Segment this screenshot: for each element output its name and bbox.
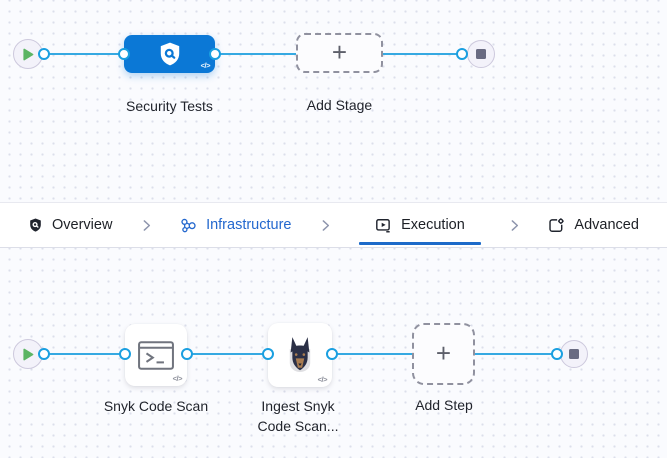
connector-dot[interactable] bbox=[119, 348, 131, 360]
advanced-icon bbox=[549, 217, 565, 232]
chevron-right-icon bbox=[140, 219, 153, 232]
terminal-icon bbox=[138, 340, 174, 370]
tab-label: Overview bbox=[52, 217, 113, 233]
add-step-label: Add Step bbox=[415, 397, 473, 413]
connector-dot[interactable] bbox=[118, 48, 130, 60]
execution-step-canvas: </> Snyk Code Scan </> Ingest Snyk Code … bbox=[0, 248, 667, 458]
infrastructure-icon bbox=[181, 218, 196, 232]
tab-infrastructure[interactable]: Infrastructure bbox=[180, 203, 291, 247]
connector-dot[interactable] bbox=[262, 348, 274, 360]
add-stage-button[interactable]: + bbox=[296, 33, 383, 73]
add-step-button[interactable]: + bbox=[412, 323, 475, 385]
step-node-snyk-code-scan[interactable]: </> bbox=[125, 324, 187, 386]
code-icon: </> bbox=[317, 375, 328, 384]
connector-dot[interactable] bbox=[38, 48, 50, 60]
connector-dot[interactable] bbox=[456, 48, 468, 60]
step-label: Snyk Code Scan bbox=[103, 398, 209, 414]
plus-icon: + bbox=[435, 338, 452, 368]
code-icon: </> bbox=[200, 61, 211, 70]
step-node-ingest-snyk-code-scan[interactable]: </> bbox=[268, 323, 332, 387]
connector-dot[interactable] bbox=[209, 48, 221, 60]
security-shield-icon bbox=[160, 42, 179, 66]
active-tab-indicator bbox=[359, 242, 481, 245]
step-end-node bbox=[560, 340, 588, 368]
stop-icon bbox=[569, 349, 579, 359]
execution-icon bbox=[376, 218, 390, 232]
tab-execution[interactable]: Execution bbox=[359, 203, 481, 247]
stage-node-security-tests[interactable]: </> bbox=[124, 35, 215, 73]
snyk-dog-icon bbox=[289, 337, 311, 372]
stage-flow-line bbox=[44, 53, 462, 55]
tab-label: Infrastructure bbox=[206, 217, 292, 233]
connector-dot[interactable] bbox=[326, 348, 338, 360]
tab-advanced[interactable]: Advanced bbox=[548, 203, 639, 247]
code-icon: </> bbox=[172, 374, 183, 383]
stage-canvas: </> Security Tests + Add Stage bbox=[0, 0, 667, 202]
tab-label: Advanced bbox=[574, 217, 639, 233]
connector-dot[interactable] bbox=[38, 348, 50, 360]
stop-icon bbox=[476, 49, 486, 59]
tab-overview[interactable]: Overview bbox=[28, 203, 112, 247]
tab-label: Execution bbox=[401, 217, 465, 233]
play-icon bbox=[22, 348, 33, 360]
stage-tab-bar: Overview Infrastructure bbox=[0, 202, 667, 248]
pipeline-end-node bbox=[467, 40, 495, 68]
play-icon bbox=[22, 48, 33, 60]
step-label: Ingest Snyk Code Scan... bbox=[257, 398, 339, 434]
stage-label: Security Tests bbox=[126, 98, 213, 114]
chevron-right-icon bbox=[319, 219, 332, 232]
connector-dot[interactable] bbox=[181, 348, 193, 360]
plus-icon: + bbox=[331, 37, 348, 67]
chevron-right-icon bbox=[508, 219, 521, 232]
connector-dot[interactable] bbox=[551, 348, 563, 360]
add-stage-label: Add Stage bbox=[306, 97, 373, 113]
shield-icon bbox=[30, 218, 41, 232]
